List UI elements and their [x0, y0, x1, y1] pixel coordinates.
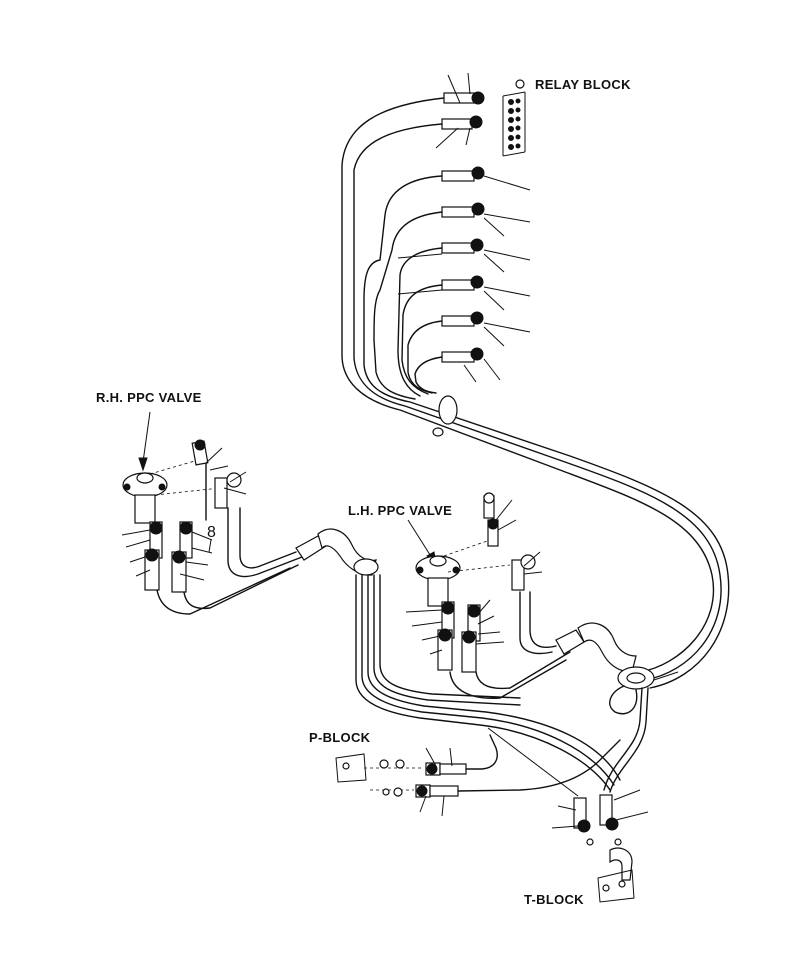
p-block-hoses: [457, 734, 621, 792]
part-number-leader: [208, 539, 212, 553]
lh-ppc-valve-label: L.H. PPC VALVE: [348, 503, 452, 518]
t-block-hoses: [487, 687, 649, 797]
relay-block: [502, 79, 526, 157]
lh-ppc-fittings: [437, 492, 536, 673]
hose-clamp: [432, 395, 458, 437]
relay-block-ports: [508, 98, 521, 150]
rh-ppc-leaders: [121, 447, 247, 581]
rh-ppc-hoses: [156, 463, 303, 615]
lh-ppc-valve: [407, 519, 511, 607]
hose-fitting: [441, 115, 483, 130]
hose-fitting: [441, 166, 485, 182]
lower-hose-bundle: [355, 574, 621, 791]
relay-block-label: RELAY BLOCK: [535, 77, 631, 92]
p-block-leaders: [419, 747, 453, 817]
hose-fitting: [443, 91, 485, 105]
hose-fitting: [441, 347, 484, 363]
p-block-label: P-BLOCK: [309, 730, 371, 745]
lh-ppc-hoses: [449, 591, 571, 699]
p-block: [335, 753, 424, 797]
hose-fitting: [441, 238, 484, 254]
hose-fitting: [441, 275, 484, 291]
hose-fitting: [441, 311, 484, 327]
rh-ppc-valve-label: R.H. PPC VALVE: [96, 390, 202, 405]
rh-ppc-valve: [122, 411, 221, 524]
rh-ppc-fittings: [144, 439, 242, 593]
t-block-leaders: [551, 789, 649, 829]
main-hose-bundle: [341, 97, 730, 689]
p-block-fittings: [415, 762, 467, 798]
hose-fitting: [441, 202, 485, 218]
part-number-label: 8: [207, 524, 216, 541]
lh-ppc-leaders: [405, 499, 543, 655]
relay-leaders: [435, 72, 531, 383]
relay-hose-fittings: [441, 91, 485, 363]
lh-connector: [555, 622, 679, 715]
t-block-fittings: [573, 794, 635, 903]
t-block-label: T-BLOCK: [524, 892, 584, 907]
rh-lh-connector: [295, 528, 379, 576]
